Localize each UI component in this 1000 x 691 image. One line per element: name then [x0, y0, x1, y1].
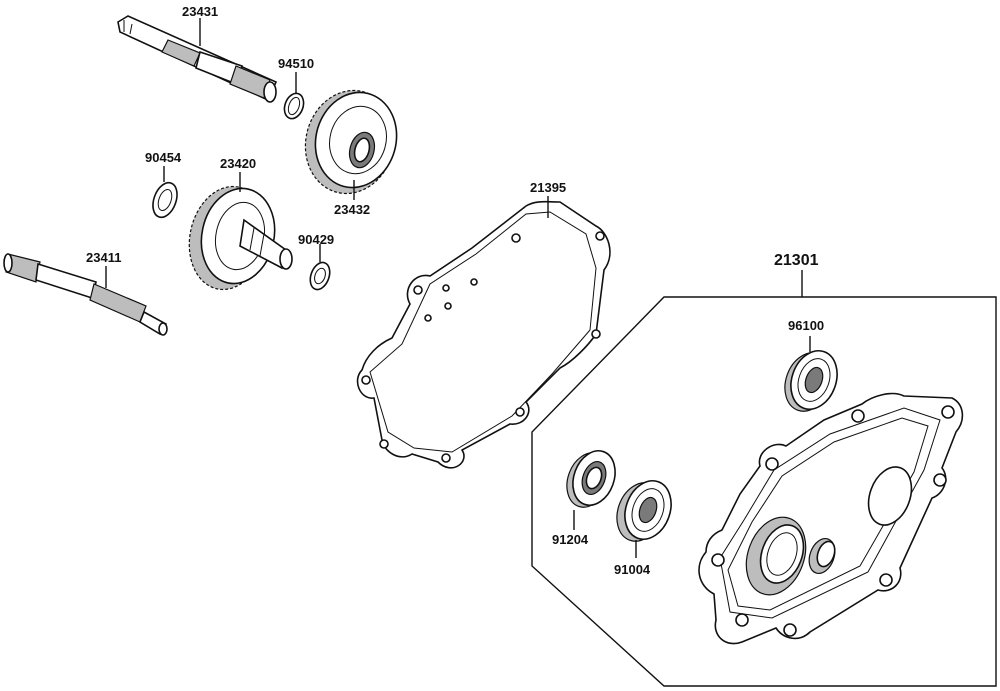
- label-94510: 94510: [278, 56, 314, 71]
- washer-90429: [309, 261, 331, 291]
- label-91004: 91004: [614, 562, 651, 577]
- circlip-94510: [283, 92, 305, 120]
- gasket-21395: [356, 200, 611, 469]
- assembly-frame-21301: [531, 296, 997, 687]
- label-21301: 21301: [774, 252, 819, 269]
- label-96100: 96100: [788, 318, 824, 333]
- shaft-23431: [117, 15, 278, 103]
- label-21395: 21395: [530, 180, 566, 195]
- gear-23420: [188, 185, 293, 291]
- label-23420: 23420: [220, 156, 256, 171]
- washer-90454: [152, 181, 178, 219]
- label-90429: 90429: [298, 232, 334, 247]
- label-23411: 23411: [86, 250, 121, 265]
- label-23431: 23431: [182, 4, 218, 19]
- label-23432: 23432: [334, 202, 370, 217]
- label-91204: 91204: [552, 532, 589, 547]
- label-90454: 90454: [145, 150, 182, 165]
- transmission-case-cover: [698, 392, 964, 645]
- oil-seal-91204: [566, 450, 616, 508]
- bearing-96100: [784, 350, 838, 412]
- bearing-91004: [616, 480, 672, 542]
- gear-23432: [304, 89, 398, 195]
- shaft-23411: [3, 253, 168, 336]
